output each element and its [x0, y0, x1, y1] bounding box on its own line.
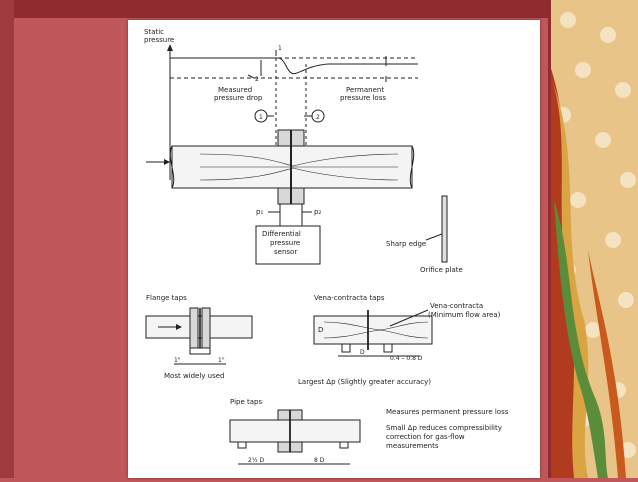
vena-pipe [313, 315, 433, 345]
orifice-plate-label: Orifice plate [420, 266, 463, 274]
vena-note-line1: Vena-contracta [430, 302, 483, 310]
flange-pipe [145, 315, 253, 339]
pipe-taps-note2-line3: measurements [386, 442, 439, 450]
tap-marker-2-label: 2 [316, 114, 320, 121]
tap-marker-1-label: 1 [259, 114, 263, 121]
pipe-break-left [169, 145, 175, 189]
vena-pipe-label: D [318, 326, 323, 334]
marker-1-label: 1 [278, 45, 282, 52]
vena-dim-d: D [360, 349, 365, 356]
marker-2-label: 2 [255, 76, 259, 83]
flange-left [189, 307, 199, 349]
pipe-taps-pipe [229, 419, 361, 443]
sensor-label-line3: sensor [274, 248, 297, 256]
flange-tap-fitting [189, 347, 211, 355]
sharp-edge-leader [425, 233, 443, 241]
diagram-page: Static pressure 1 2 Measured pressure dr… [128, 20, 540, 478]
pipe-taps-dim-left: 2½ D [248, 457, 265, 464]
measured-drop-line2: pressure drop [214, 94, 263, 102]
decorative-pattern-panel [548, 0, 638, 478]
flow-arrowhead [164, 159, 170, 165]
p2-label: p₂ [314, 208, 321, 216]
top-band [0, 0, 550, 18]
y-axis-label-line2: pressure [144, 36, 174, 44]
pressure-profile-curve [170, 57, 418, 75]
measured-drop-line1: Measured [218, 86, 252, 94]
pipe-taps-dim-right: 8 D [314, 457, 325, 464]
left-edge-strip [0, 0, 14, 478]
orifice-meter-diagram: Static pressure 1 2 Measured pressure dr… [144, 28, 509, 465]
pipe-taps-note2-line2: correction for gas-flow [386, 433, 465, 441]
vena-taps-title: Vena-contracta taps [314, 294, 385, 302]
flange-taps-caption: Most widely used [164, 372, 225, 380]
flange-dim-right: 1" [218, 357, 225, 364]
vena-note-leader [389, 309, 429, 327]
y-axis-label-line1: Static [144, 28, 164, 36]
pipe-tap-right [339, 441, 349, 449]
vena-tap-1 [341, 343, 351, 353]
flange-flow-arrowhead [176, 324, 182, 330]
sharp-edge-label: Sharp edge [386, 240, 426, 248]
flange-taps-title: Flange taps [146, 294, 187, 302]
flange-right [201, 307, 211, 349]
flow-streamline-1 [199, 153, 399, 167]
sensor-stem [279, 203, 303, 227]
p1-label: p₁ [256, 208, 263, 216]
vena-dim-range: 0.4 – 0.8 D [390, 355, 423, 362]
axis-arrow [167, 44, 173, 51]
vena-tap-2 [383, 343, 393, 353]
pipe-taps-note1: Measures permanent pressure loss [386, 408, 509, 416]
flange-dim-left: 1" [174, 357, 181, 364]
orifice-plate-drawing [441, 195, 448, 263]
sensor-label-line2: pressure [270, 239, 300, 247]
vena-note-line2: (Minimum flow area) [428, 311, 501, 319]
vena-taps-caption: Largest Δp (Slightly greater accuracy) [298, 378, 431, 386]
pipe-taps-title: Pipe taps [230, 398, 262, 406]
pipe-tap-left [237, 441, 247, 449]
marker-2-tick [247, 74, 255, 79]
permanent-loss-line1: Permanent [346, 86, 384, 94]
permanent-loss-line2: pressure loss [340, 94, 386, 102]
pipe-break-right [409, 145, 415, 189]
sensor-label-line1: Differential [262, 230, 301, 238]
flow-streamline-3 [199, 167, 399, 181]
pipe-taps-note2-line1: Small Δp reduces compressibility [386, 424, 502, 432]
differential-pressure-sensor-box [255, 225, 321, 265]
vena-streamline-bottom [323, 329, 429, 339]
